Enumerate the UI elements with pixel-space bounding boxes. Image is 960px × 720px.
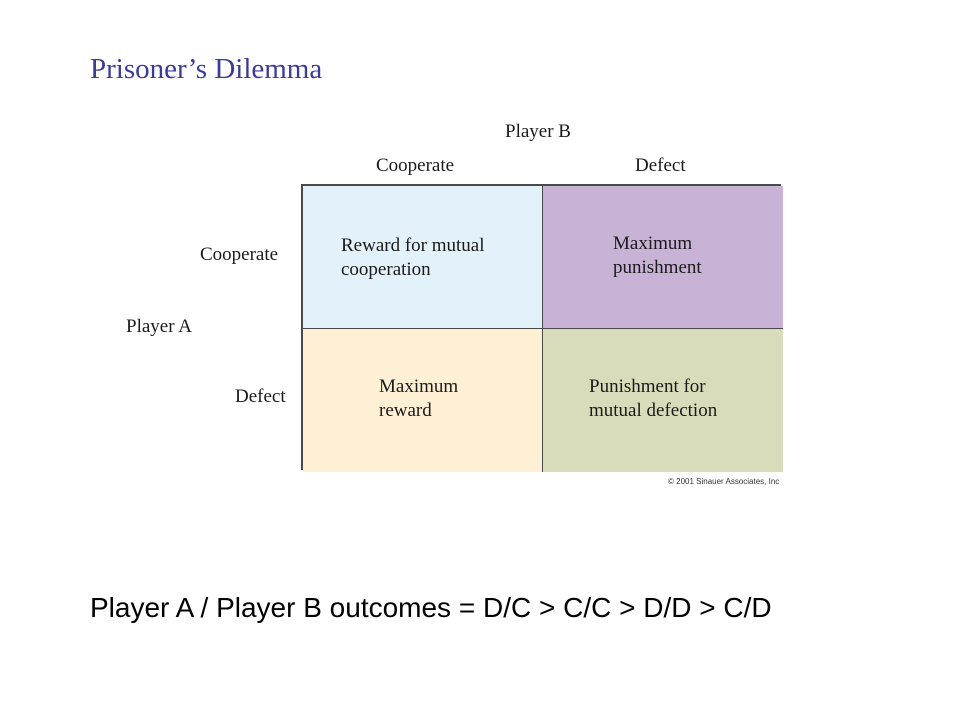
payoff-matrix: Reward for mutual cooperation Maximum pu… xyxy=(301,184,783,472)
cell-defect-defect: Punishment for mutual defection xyxy=(543,329,783,472)
cell-text-reward-mutual-cooperation: Reward for mutual cooperation xyxy=(341,235,485,280)
slide-title: Prisoner’s Dilemma xyxy=(90,53,323,85)
outcomes-ranking: Player A / Player B outcomes = D/C > C/C… xyxy=(90,592,772,623)
player-a-label: Player A xyxy=(126,316,192,337)
cell-text-maximum-punishment: Maximum punishment xyxy=(613,233,702,278)
column-header-cooperate: Cooperate xyxy=(376,155,455,176)
row-header-cooperate: Cooperate xyxy=(200,244,279,265)
cell-text-punishment-mutual-defection: Punishment for mutual defection xyxy=(589,376,718,421)
cell-cooperate-cooperate: Reward for mutual cooperation xyxy=(303,186,543,329)
copyright-notice: © 2001 Sinauer Associates, Inc xyxy=(668,477,780,486)
cell-text-maximum-reward: Maximum reward xyxy=(379,376,459,421)
row-header-defect: Defect xyxy=(235,386,286,407)
column-header-defect: Defect xyxy=(635,155,686,176)
player-b-label: Player B xyxy=(505,121,571,142)
cell-defect-cooperate: Maximum reward xyxy=(303,329,543,472)
cell-cooperate-defect: Maximum punishment xyxy=(543,186,783,329)
